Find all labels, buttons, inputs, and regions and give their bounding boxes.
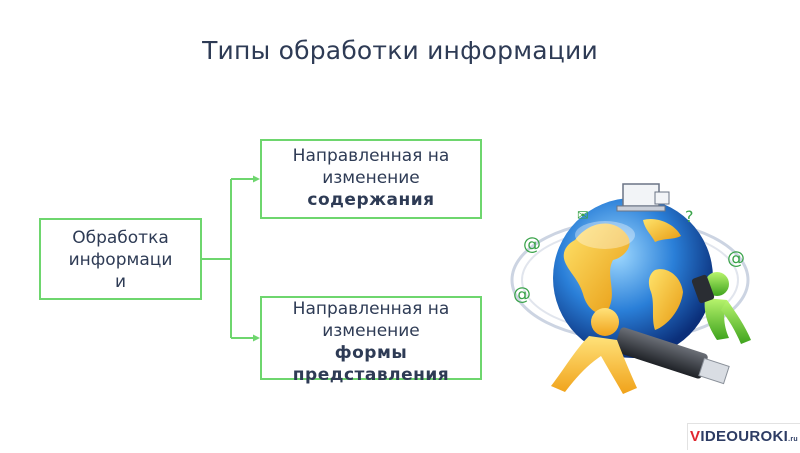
- logo-letter-v: V: [690, 428, 701, 445]
- processing-box: Обработка информаци и: [39, 218, 202, 300]
- content-line-3: содержания: [307, 190, 435, 210]
- content-change-box: Направленная на изменение содержания: [260, 139, 482, 219]
- svg-text:@: @: [523, 234, 541, 255]
- form-line-3: формы: [334, 343, 408, 363]
- svg-text:@: @: [513, 284, 531, 305]
- processing-line-2: информаци: [68, 250, 173, 270]
- form-change-box: Направленная на изменение формы представ…: [260, 296, 482, 385]
- svg-text:✉: ✉: [577, 208, 589, 224]
- form-line-1: Направленная на: [292, 299, 450, 319]
- logo-text: IDEOUROKI: [700, 428, 789, 445]
- form-line-4: представления: [292, 365, 450, 385]
- processing-line-3: и: [114, 272, 127, 292]
- logo-suffix: .ru: [788, 436, 798, 443]
- processing-line-1: Обработка: [72, 228, 169, 248]
- svg-text:?: ?: [685, 207, 694, 226]
- slide-title: Типы обработки информации: [202, 36, 598, 65]
- content-line-1: Направленная на: [292, 146, 450, 166]
- svg-text:@: @: [727, 248, 745, 269]
- arrow-head-form: [253, 334, 260, 342]
- content-line-2: изменение: [322, 168, 420, 188]
- arrow-head-content: [253, 175, 260, 183]
- videouroki-logo[interactable]: VIDEOUROKI.ru: [687, 423, 800, 450]
- globe-internet-icon: @ @ ✉ ? @: [505, 180, 765, 400]
- form-line-2: изменение: [322, 321, 420, 341]
